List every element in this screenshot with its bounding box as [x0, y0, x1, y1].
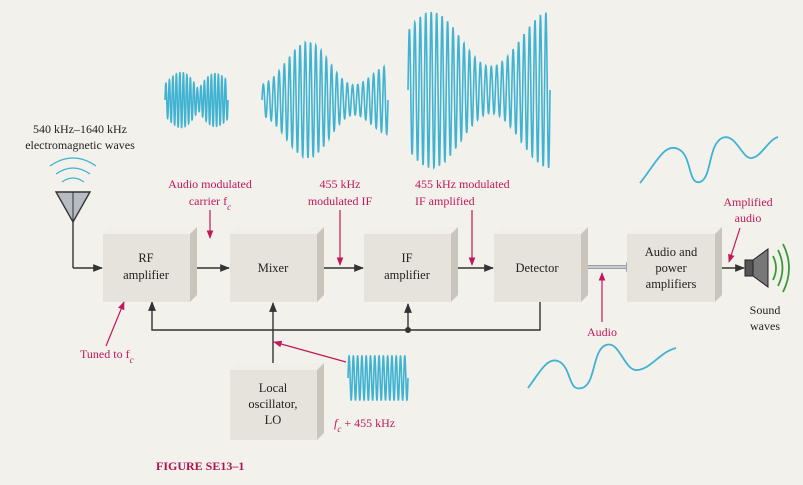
lo-wave: [347, 354, 409, 402]
input-frequency-label: 540 kHz–1640 kHz: [33, 122, 127, 136]
if-amp-line2: IF amplified: [415, 194, 475, 208]
amplified-line1: Amplified: [723, 195, 772, 209]
if-modulated-annotation: 455 kHz modulated IF: [308, 177, 373, 266]
audio-annotation: Audio: [587, 272, 617, 339]
if-block-label-2: amplifier: [384, 268, 431, 282]
amplified-audio-wave: [639, 136, 779, 184]
carrier-annotation-line1: Audio modulated: [168, 177, 252, 191]
audio-block-label-3: amplifiers: [646, 277, 697, 291]
mixer-block-label: Mixer: [258, 261, 289, 275]
local-oscillator-block: Local oscillator, LO: [230, 363, 324, 440]
output-label: Sound waves: [750, 303, 781, 333]
rf-modulated-wave: [164, 71, 229, 129]
detector-block-label: Detector: [515, 261, 559, 275]
rf-block-label: RF: [138, 251, 153, 265]
antenna-icon: [49, 157, 97, 268]
if-amp-line1: 455 kHz modulated: [415, 177, 510, 191]
carrier-annotation-line2: carrier fc: [189, 194, 231, 212]
mixer-block: Mixer: [230, 227, 324, 302]
if-amplifier-block: IF amplifier: [364, 227, 458, 302]
tuned-text: Tuned to fc: [80, 347, 134, 365]
amplified-line2: audio: [735, 211, 762, 225]
carrier-annotation: Audio modulated carrier fc: [168, 177, 252, 239]
if-amplified-annotation: 455 kHz modulated IF amplified: [415, 177, 510, 266]
waves-label: waves: [750, 319, 780, 333]
lo-block-label-2: oscillator,: [248, 397, 297, 411]
detected-audio-wave: [527, 343, 677, 390]
audio-block-label: Audio and: [645, 245, 698, 259]
audio-signal-line: [580, 262, 634, 272]
rf-amplifier-block: RF amplifier: [103, 227, 197, 302]
sound-label: Sound: [750, 303, 781, 317]
lo-block-label: Local: [259, 381, 288, 395]
speaker-icon: [744, 243, 790, 293]
input-wave-label: electromagnetic waves: [25, 138, 135, 152]
rf-block-label-2: amplifier: [123, 268, 170, 282]
audio-text: Audio: [587, 325, 617, 339]
if-amplified-wave: [407, 11, 551, 170]
figure-caption: FIGURE SE13–1: [156, 459, 244, 473]
mixer-if-modulated-wave: [261, 40, 389, 160]
audio-power-amplifier-block: Audio and power amplifiers: [627, 227, 722, 302]
lo-freq-text: fc + 455 kHz: [334, 416, 395, 434]
amplified-audio-annotation: Amplified audio: [723, 195, 773, 263]
detector-block: Detector: [494, 227, 588, 302]
if-block-label: IF: [401, 251, 412, 265]
input-label: 540 kHz–1640 kHz electromagnetic waves: [25, 122, 135, 152]
lo-block-label-3: LO: [265, 413, 282, 427]
if-mod-line2: modulated IF: [308, 194, 373, 208]
lo-frequency-annotation: fc + 455 kHz: [273, 340, 395, 434]
audio-block-label-2: power: [655, 261, 687, 275]
tuned-annotation: Tuned to fc: [80, 301, 134, 365]
if-mod-line1: 455 kHz: [320, 177, 361, 191]
